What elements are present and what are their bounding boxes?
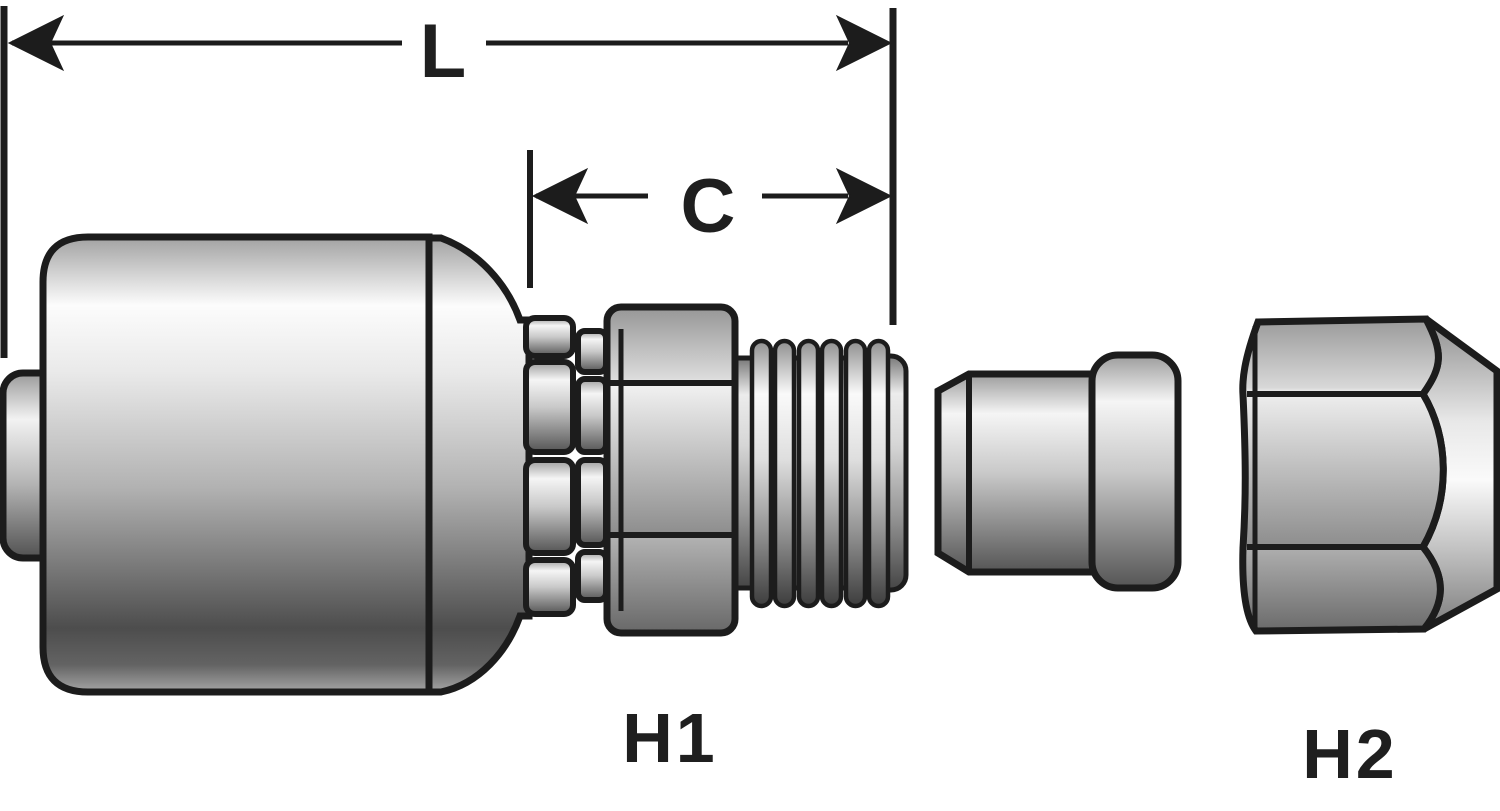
dimension-label-L: L bbox=[420, 9, 466, 94]
hex-label-h1: H1 bbox=[622, 699, 717, 777]
bell-taper bbox=[423, 234, 533, 696]
dimension-C: C bbox=[527, 150, 893, 288]
collar-segment bbox=[575, 376, 609, 455]
collar-segment bbox=[523, 359, 576, 455]
thread-crest bbox=[772, 338, 797, 609]
collar-column-2 bbox=[575, 328, 609, 603]
collar-segment bbox=[575, 457, 609, 548]
tube-sleeve bbox=[934, 351, 1182, 592]
collar-segment bbox=[523, 315, 576, 359]
collar-segment bbox=[575, 549, 609, 603]
arrowhead-left-icon bbox=[531, 167, 589, 225]
hex-h1-body bbox=[603, 303, 739, 637]
collar-segment bbox=[523, 457, 576, 556]
collar-column-1 bbox=[523, 315, 576, 617]
thread-crest bbox=[843, 338, 868, 609]
collar-segment bbox=[523, 557, 576, 617]
hex-label-h2: H2 bbox=[1302, 715, 1397, 793]
collar-segment bbox=[575, 328, 609, 375]
dimension-label-C: C bbox=[681, 164, 736, 249]
coupling-body bbox=[0, 233, 909, 696]
nut-h2-front-face bbox=[1239, 315, 1447, 635]
sleeve-collar bbox=[1088, 351, 1182, 592]
thread-crests bbox=[749, 338, 891, 609]
sleeve-body bbox=[934, 370, 1098, 576]
arrowhead-left-icon bbox=[7, 14, 65, 72]
swivel-nut-h2 bbox=[1239, 315, 1500, 635]
thread-crest bbox=[819, 338, 844, 609]
arrowhead-right-icon bbox=[835, 14, 893, 72]
crimp-ferrule bbox=[39, 233, 433, 696]
dimension-L: L bbox=[0, 6, 897, 358]
thread-crest bbox=[796, 338, 821, 609]
thread-crest bbox=[749, 338, 774, 609]
thread-crest bbox=[866, 338, 891, 609]
hex-h1 bbox=[603, 303, 739, 637]
arrowhead-right-icon bbox=[835, 167, 893, 225]
